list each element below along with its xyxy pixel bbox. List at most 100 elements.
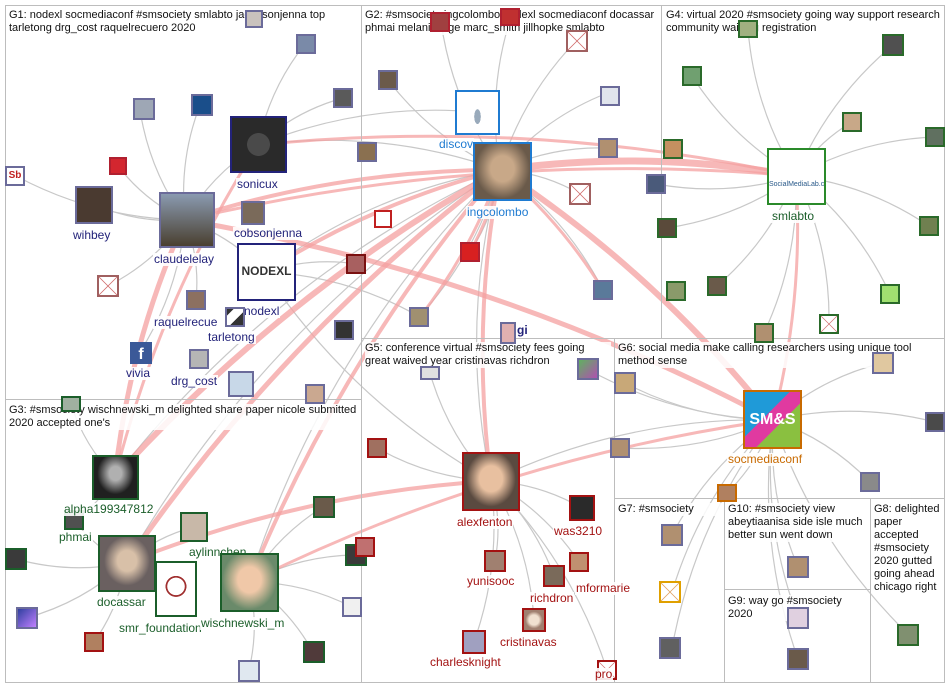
avatar-node (16, 607, 38, 629)
avatar-node (5, 548, 27, 570)
mformarie-label: mformarie (575, 581, 632, 595)
avatar-node (420, 366, 440, 380)
avatar-node (787, 556, 809, 578)
avatar-node (296, 34, 316, 54)
avatar-node (646, 174, 666, 194)
avatar-node (880, 284, 900, 304)
strong-edge (257, 134, 797, 178)
china-flag-node (460, 242, 480, 262)
smr_foundation-node (155, 561, 197, 617)
avatar-node (682, 66, 702, 86)
smlabto-node: SocialMediaLab.ca (767, 148, 826, 205)
group-label-g8: G8: delighted paper accepted #smsociety … (874, 503, 944, 594)
avatar-node (303, 641, 325, 663)
ingcolombo-node (473, 142, 532, 201)
avatar-node (610, 438, 630, 458)
avatar-node (84, 632, 104, 652)
yunisooc-node (484, 550, 506, 572)
avatar-node (342, 597, 362, 617)
avatar-node (860, 472, 880, 492)
strong-edge (247, 168, 502, 583)
charlesknight-node (462, 630, 486, 654)
avatar-node (357, 142, 377, 162)
strong-edge (184, 167, 501, 222)
avatar-node (577, 358, 599, 380)
avatar-node (897, 624, 919, 646)
claudelelay-label: claudelelay (153, 252, 216, 266)
avatar-node (600, 86, 620, 106)
wihbey-node (75, 186, 113, 224)
avatar-node (305, 384, 325, 404)
avatar-node (346, 254, 366, 274)
avatar-node (872, 352, 894, 374)
avatar-node (500, 8, 520, 26)
edge (248, 169, 501, 583)
docassar-node (98, 535, 156, 592)
avatar-node (133, 98, 155, 120)
avatar-node (925, 127, 945, 147)
avatar-node (663, 139, 683, 159)
wihbey-label: wihbey (72, 228, 112, 242)
vivia-label: vivia (125, 366, 152, 380)
richdron-label: richdron (529, 591, 575, 605)
sb-logo-node: Sb (5, 166, 25, 186)
wischnewski_m-node (220, 553, 279, 612)
avatar-node (186, 290, 206, 310)
avatar-node (598, 138, 618, 158)
drg_cost-label: drg_cost (170, 374, 219, 388)
tarletong-label: tarletong (207, 330, 256, 344)
ingcolombo-label: ingcolombo (466, 205, 530, 219)
wischnewski_m-label: wischnewski_m (200, 616, 286, 630)
avatar-node (109, 157, 127, 175)
avatar-node (787, 648, 809, 670)
avatar-node (238, 660, 260, 682)
avatar-node (593, 280, 613, 300)
socmediaconf-node: SM&S (743, 390, 802, 449)
claudelelay-node (159, 192, 215, 248)
group-label-g1: G1: nodexl socmediaconf #smsociety smlab… (9, 9, 359, 35)
discover-node (455, 90, 500, 135)
avatar-node (333, 88, 353, 108)
avatar-node (189, 349, 209, 369)
alpha199347812-node (92, 455, 139, 500)
avatar-node (787, 607, 809, 629)
socmediaconf-label: socmediaconf (727, 452, 804, 466)
sonicux-node (230, 116, 287, 173)
was3210-label: was3210 (553, 524, 604, 538)
avatar-node (355, 537, 375, 557)
group-label-g5: G5: conference virtual #smsociety fees g… (365, 342, 611, 368)
strong-edge (498, 167, 776, 422)
edge (264, 271, 492, 482)
alpha199347812-label: alpha199347812 (63, 502, 155, 516)
strong-edge (123, 168, 502, 565)
avatar-node (191, 94, 213, 116)
avatar-node (313, 496, 335, 518)
avatar-node (707, 276, 727, 296)
smlabto-label: smlabto (771, 209, 816, 223)
yunisooc-label: yunisooc (466, 574, 516, 588)
alexfenton-node (462, 452, 520, 511)
avatar-node (659, 637, 681, 659)
pro-label: pro (594, 667, 614, 681)
avatar-node (245, 10, 263, 28)
nodexl-label: nodexl (243, 304, 281, 318)
drg_cost-node (228, 371, 254, 397)
avatar-node (378, 70, 398, 90)
vivia-node: f (130, 342, 152, 364)
avatar-node (842, 112, 862, 132)
strong-edge (113, 144, 260, 478)
smr_foundation-label: smr_foundation (118, 621, 203, 635)
charlesknight-label: charlesknight (429, 655, 502, 669)
was3210-node (569, 495, 595, 521)
discover-label: discov (438, 137, 475, 151)
group-label-g10: G10: #smsociety view abeytiaanisa side i… (728, 503, 868, 542)
raquelrecuero-label: raquelrecue (153, 315, 219, 329)
x-placeholder-node (566, 30, 588, 52)
phmai-label: phmai (58, 530, 93, 544)
avatar-node (882, 34, 904, 56)
strong-edge (499, 157, 797, 180)
group-label-g4: G4: virtual 2020 #smsociety going way su… (666, 9, 942, 35)
aylinnchen-node (180, 512, 208, 542)
group-label-g7: G7: #smsociety (618, 503, 722, 516)
avatar-node (666, 281, 686, 301)
